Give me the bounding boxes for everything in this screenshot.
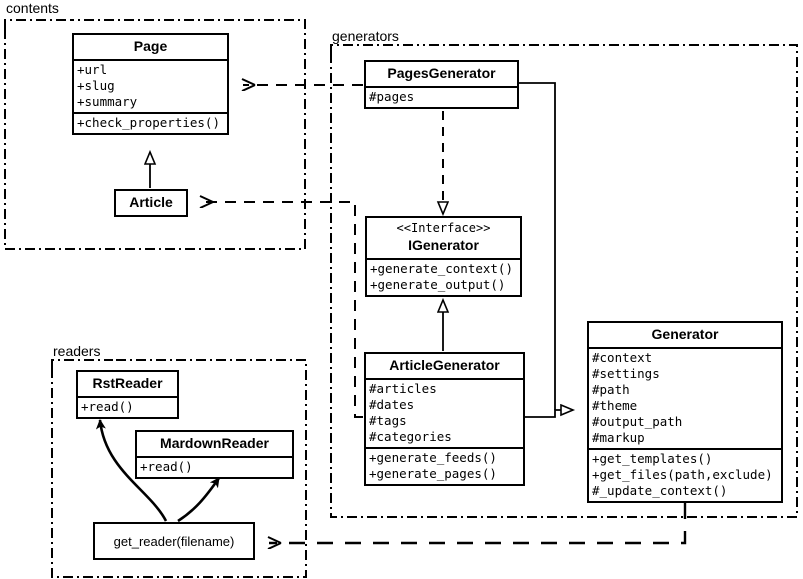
class-name-rstreader: RstReader	[92, 375, 163, 391]
attribute-item: +slug	[77, 78, 115, 93]
class-box-mardownreader[interactable]: MardownReader +read()	[135, 430, 294, 479]
package-border-contents	[4, 19, 306, 250]
class-name-page: Page	[133, 38, 168, 54]
class-stereotype-igenerator: <<Interface>>	[396, 221, 491, 235]
class-box-igenerator[interactable]: <<Interface>> IGenerator +generate_conte…	[365, 216, 522, 297]
class-name-articlegenerator: ArticleGenerator	[389, 357, 500, 373]
method-item: +check_properties()	[77, 115, 220, 130]
class-methods-articlegenerator: +generate_feeds() +generate_pages()	[366, 447, 523, 484]
method-item: #_update_context()	[592, 483, 728, 498]
function-box-label: get_reader(filename)	[113, 533, 235, 549]
attribute-item: #articles	[369, 381, 437, 396]
class-attributes-page: +url +slug +summary	[74, 59, 227, 112]
class-box-articlegenerator[interactable]: ArticleGenerator #articles #dates #tags …	[364, 352, 525, 486]
attribute-item: #tags	[369, 413, 407, 428]
attribute-item: #context	[592, 350, 653, 365]
class-attributes-generator: #context #settings #path #theme #output_…	[589, 347, 781, 448]
class-name-article: Article	[129, 194, 173, 210]
method-item: +generate_feeds()	[369, 450, 497, 465]
package-label-readers: readers	[53, 343, 101, 359]
class-box-generator[interactable]: Generator #context #settings #path #them…	[587, 321, 783, 503]
class-methods-igenerator: +generate_context() +generate_output()	[367, 258, 520, 295]
method-item: +generate_pages()	[369, 466, 497, 481]
attribute-item: #theme	[592, 398, 638, 413]
class-methods-rstreader: +read()	[78, 396, 177, 417]
class-box-article[interactable]: Article	[114, 189, 188, 217]
class-box-page[interactable]: Page +url +slug +summary +check_properti…	[72, 33, 229, 135]
class-box-pagesgenerator[interactable]: PagesGenerator #pages	[364, 60, 519, 109]
attribute-item: #categories	[369, 429, 452, 444]
class-attributes-pagesgenerator: #pages	[366, 86, 517, 107]
package-label-contents: contents	[6, 0, 59, 16]
class-box-rstreader[interactable]: RstReader +read()	[76, 370, 179, 419]
attribute-item: #markup	[592, 430, 645, 445]
edge-articlegenerator-generalizes-generator	[525, 410, 573, 418]
package-border-readers	[51, 359, 307, 578]
class-name-igenerator: IGenerator	[408, 237, 479, 253]
method-item: +read()	[81, 399, 134, 414]
method-item: +generate_output()	[370, 277, 506, 292]
class-name-mardownreader: MardownReader	[160, 435, 269, 451]
function-box-get-reader[interactable]: get_reader(filename)	[93, 522, 255, 560]
package-border-generators	[330, 44, 798, 518]
edge-pagesgenerator-generalizes-generator	[519, 82, 556, 410]
edge-articlegenerator-depends-article	[201, 202, 363, 418]
method-item: +get_templates()	[592, 451, 713, 466]
edge-get-reader-returns-mardownreader	[177, 477, 221, 523]
attribute-item: #settings	[592, 366, 660, 381]
attribute-item: #path	[592, 382, 630, 397]
attribute-item: +summary	[77, 94, 138, 109]
edge-generator-depends-get-reader	[269, 503, 687, 543]
attribute-item: +url	[77, 62, 108, 77]
attribute-item: #output_path	[592, 414, 683, 429]
class-methods-page: +check_properties()	[74, 112, 227, 133]
method-item: +read()	[140, 459, 193, 474]
method-item: +generate_context()	[370, 261, 513, 276]
edge-get-reader-returns-rstreader	[95, 419, 168, 522]
class-name-generator: Generator	[651, 326, 719, 342]
package-label-generators: generators	[332, 28, 399, 44]
attribute-item: #dates	[369, 397, 415, 412]
class-name-pagesgenerator: PagesGenerator	[387, 65, 496, 81]
class-methods-generator: +get_templates() +get_files(path,exclude…	[589, 448, 781, 501]
method-item: +get_files(path,exclude)	[592, 467, 773, 482]
class-methods-mardownreader: +read()	[137, 456, 292, 477]
class-attributes-articlegenerator: #articles #dates #tags #categories	[366, 378, 523, 447]
attribute-item: #pages	[369, 89, 415, 104]
